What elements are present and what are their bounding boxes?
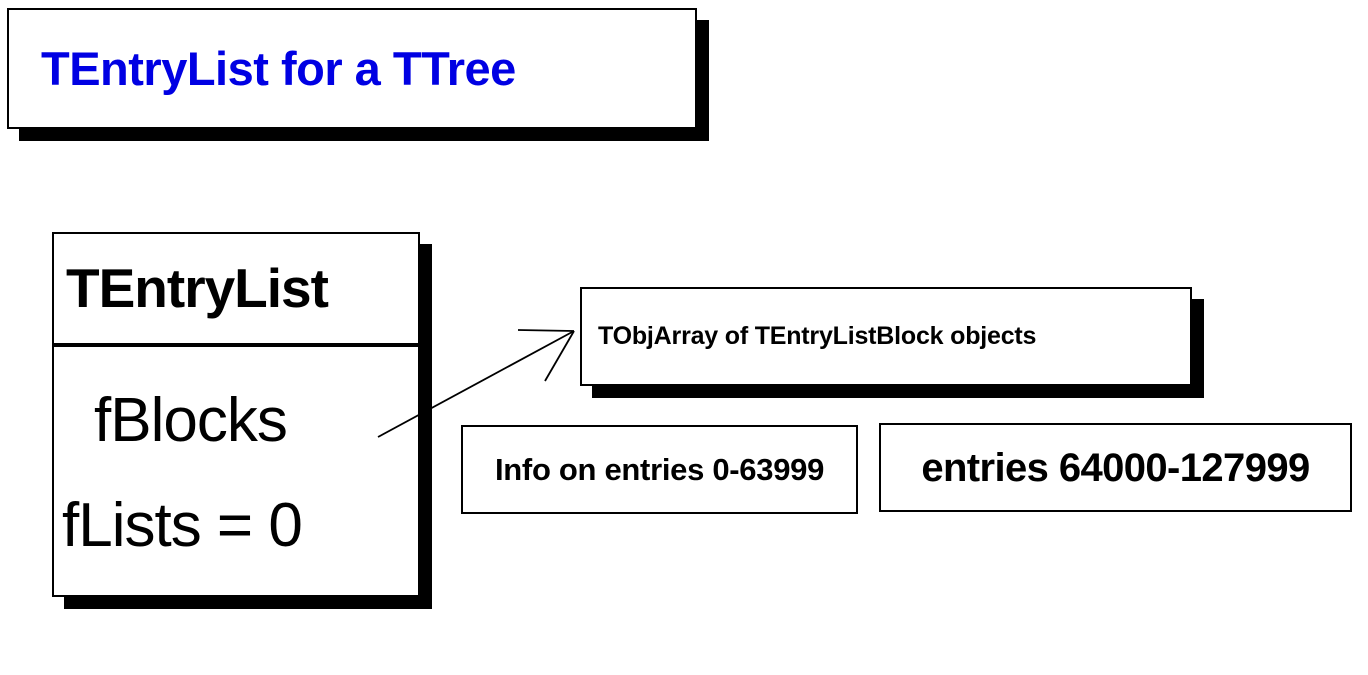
- objarray-box: TObjArray of TEntryListBlock objects: [580, 287, 1192, 386]
- class-name-label: TEntryList: [66, 257, 329, 319]
- arrow-barb-upper: [517, 329, 575, 332]
- arrow-barb-lower: [544, 330, 575, 382]
- class-box-body: fBlocks fLists = 0: [52, 345, 420, 597]
- class-box-header: TEntryList: [52, 232, 420, 345]
- page-title: TEntryList for a TTree: [41, 42, 516, 95]
- block-box-first: Info on entries 0-63999: [461, 425, 858, 514]
- block-box-second: entries 64000-127999: [879, 423, 1352, 512]
- class-field-fblocks: fBlocks: [94, 386, 288, 456]
- block-label-first: Info on entries 0-63999: [494, 452, 825, 487]
- class-field-flists: fLists = 0: [62, 491, 303, 560]
- block-label-second: entries 64000-127999: [921, 445, 1310, 490]
- objarray-label: TObjArray of TEntryListBlock objects: [598, 322, 1037, 350]
- title-box: TEntryList for a TTree: [7, 8, 697, 129]
